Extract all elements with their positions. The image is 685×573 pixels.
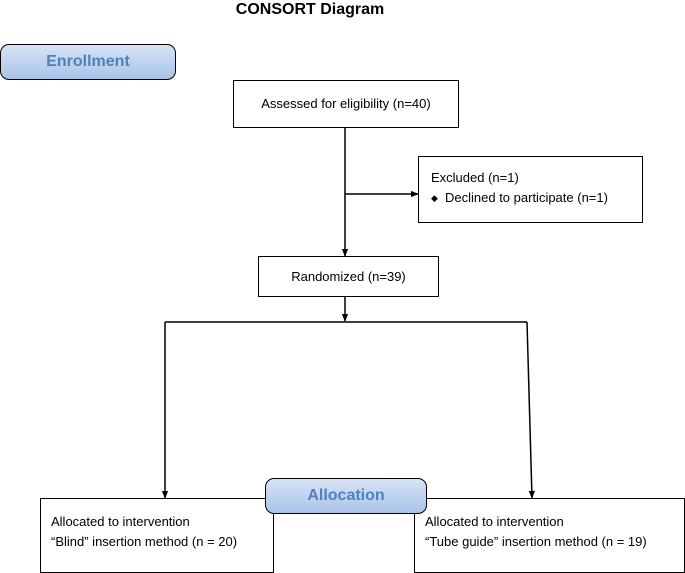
diagram-title: CONSORT Diagram: [235, 1, 385, 18]
left-arm-line2: “Blind” insertion method (n = 20): [51, 534, 238, 549]
left-arm-box: Allocated to intervention “Blind” insert…: [40, 498, 274, 573]
excluded-heading: Excluded (n=1): [431, 170, 519, 185]
right-arm-line1: Allocated to intervention: [425, 514, 564, 529]
allocation-stage-label: Allocation: [265, 478, 427, 514]
connector-split-to-right-arm: [526, 321, 535, 499]
right-arm-line2: “Tube guide” insertion method (n = 19): [425, 534, 647, 549]
enrollment-stage-text: Enrollment: [46, 53, 130, 70]
excluded-bullet-item: ◆ Declined to participate (n=1): [431, 188, 642, 208]
excluded-bullet-text: Declined to participate (n=1): [445, 190, 608, 205]
right-arm-box: Allocated to intervention “Tube guide” i…: [414, 498, 685, 573]
allocation-stage-text: Allocation: [307, 487, 385, 504]
left-arm-line1: Allocated to intervention: [51, 514, 190, 529]
enrollment-stage-label: Enrollment: [0, 44, 176, 80]
assessed-box: Assessed for eligibility (n=40): [233, 80, 459, 128]
randomized-text: Randomized (n=39): [291, 268, 406, 284]
randomized-box: Randomized (n=39): [258, 256, 439, 297]
assessed-text: Assessed for eligibility (n=40): [261, 96, 431, 111]
diamond-bullet-icon: ◆: [431, 193, 438, 203]
excluded-box: Excluded (n=1) ◆ Declined to participate …: [418, 156, 643, 223]
